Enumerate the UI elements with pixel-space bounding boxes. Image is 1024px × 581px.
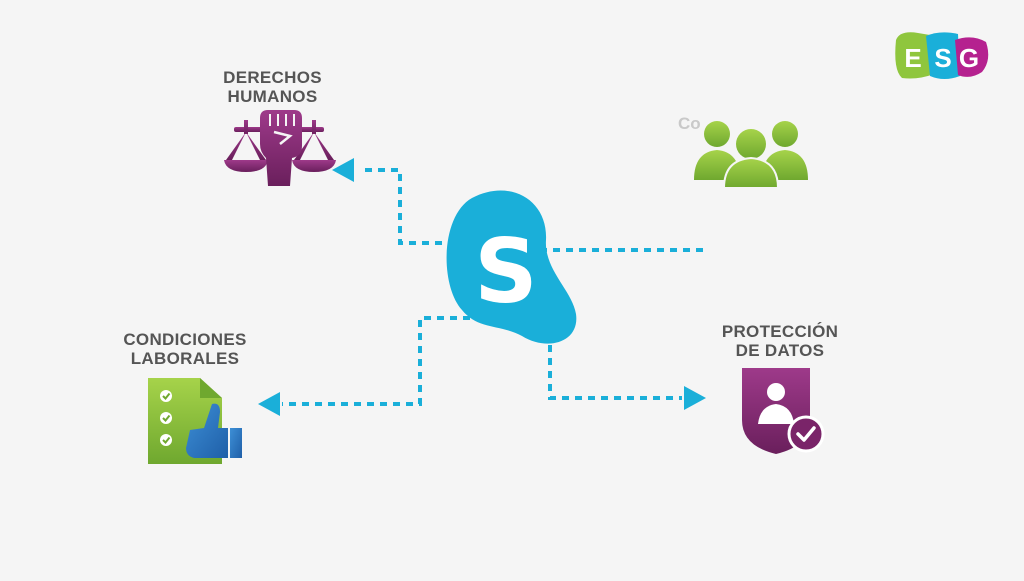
connector-to-proteccion — [548, 345, 682, 400]
label-condiciones-line2: LABORALES — [130, 349, 240, 368]
center-s-blob: S — [446, 190, 577, 344]
label-derechos-line2: HUMANOS — [227, 87, 318, 106]
connector-to-condiciones — [282, 316, 470, 406]
label-condiciones-laborales: CONDICIONES LABORALES — [105, 330, 265, 368]
label-condiciones-line1: CONDICIONES — [123, 330, 247, 349]
logo-letter-s: S — [934, 43, 951, 73]
label-proteccion-datos: PROTECCIÓN DE DATOS — [700, 322, 860, 360]
connector-lines — [282, 168, 708, 406]
scales-fist-icon — [224, 110, 336, 186]
people-group-icon — [694, 121, 808, 189]
shield-user-check-icon — [742, 368, 825, 454]
connector-to-derechos — [360, 168, 455, 245]
center-letter: S — [474, 220, 537, 323]
connector-arrowheads — [258, 158, 706, 416]
arrowhead-proteccion — [684, 386, 706, 410]
label-proteccion-line2: DE DATOS — [735, 341, 825, 360]
arrowhead-derechos — [332, 158, 354, 182]
label-comunidad-partial: Co — [678, 114, 701, 133]
label-derechos-line1: DERECHOS — [223, 68, 322, 87]
label-proteccion-line1: PROTECCIÓN — [721, 322, 839, 341]
esg-logo: E S G — [895, 32, 989, 79]
arrowhead-condiciones — [258, 392, 280, 416]
logo-letter-e: E — [904, 43, 921, 73]
label-derechos-humanos: DERECHOS HUMANOS — [200, 68, 345, 106]
logo-letter-g: G — [959, 43, 979, 73]
checklist-thumbs-up-icon — [148, 378, 242, 464]
